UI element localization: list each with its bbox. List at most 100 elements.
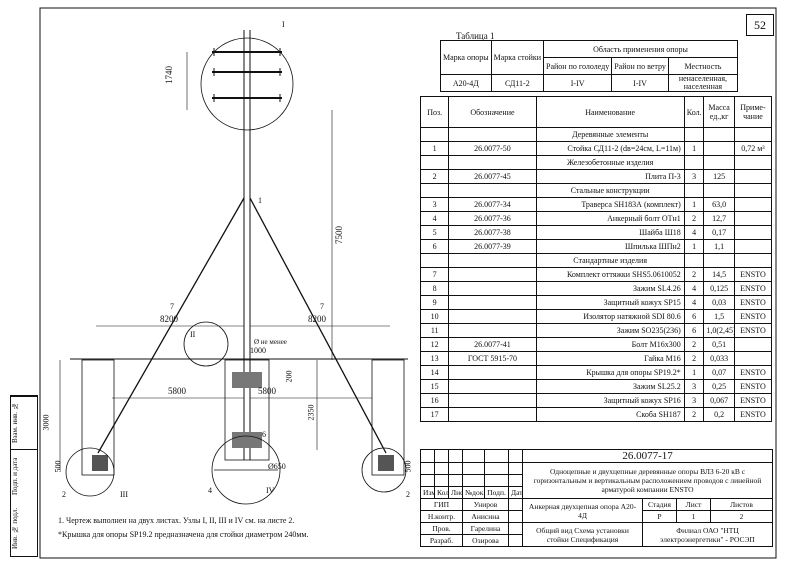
project-title: Одноцепные и двухцепные деревянные опоры… [521, 462, 774, 499]
spec-pos: 8 [419, 281, 450, 296]
spec-section-steel: Стальные конструкции [535, 183, 685, 198]
spec-h-mass: Масса ед.,кг [703, 96, 735, 128]
callout-node-i: I [282, 20, 285, 29]
spec-designation [448, 379, 537, 394]
callout-node-ii: II [190, 330, 196, 339]
spec-name: Стойка СД11-2 (dв=24см, L=11м) [535, 141, 685, 156]
spec-name: Защитный кожух SP15 [535, 295, 685, 310]
col-izm: Изм. [420, 486, 435, 499]
spec-note: ENSTO [733, 295, 773, 310]
spec-note [733, 211, 773, 226]
dim-1000: 1000 [250, 346, 266, 355]
spec-pos: 4 [419, 211, 450, 226]
spec-pos: 7 [419, 267, 450, 282]
spec-pos: 17 [419, 407, 450, 422]
spec-mass: 0,067 [703, 393, 735, 408]
spec-section-concrete: Железобетонные изделия [535, 155, 685, 170]
spec-note: ENSTO [733, 281, 773, 296]
spec-pos: 6 [419, 239, 450, 254]
col-sign: Подп. [484, 486, 509, 499]
col-list: Лист [448, 486, 463, 499]
spec-mass: 12,7 [703, 211, 735, 226]
spec-section-standard: Стандартные изделия [535, 253, 685, 268]
name-razrab: Озирова [462, 534, 509, 547]
spec-qty: 1 [683, 141, 705, 156]
spec-designation: ГОСТ 5915-70 [448, 351, 537, 366]
spec-name: Гайка М16 [535, 351, 685, 366]
spec-name: Болт М16х300 [535, 337, 685, 352]
spec-note: ENSTO [733, 379, 773, 394]
callout-node-iii: III [120, 490, 128, 499]
t1-support: А20-4Д [440, 74, 492, 92]
title-block: 26.0077-17 Одноцепные и двухцепные дерев… [420, 449, 774, 547]
spec-name: Зажим SL25.2 [535, 379, 685, 394]
spec-designation [448, 295, 537, 310]
element-title: Анкерная двухцепная опора А20-4Д [522, 498, 643, 523]
spec-pos: 9 [419, 295, 450, 310]
spec-name: Зажим SO235(236) [535, 323, 685, 338]
spec-mass: 0,51 [703, 337, 735, 352]
t1-h-wind: Район по ветру [611, 57, 669, 75]
spec-note [733, 225, 773, 240]
name-ncontr: Анисина [462, 510, 509, 523]
role-razrab: Разраб. [420, 534, 463, 547]
spec-mass: 0,2 [703, 407, 735, 422]
role-prov: Пров. [420, 522, 463, 535]
notes: 1. Чертеж выполнен на двух листах. Узлы … [58, 514, 308, 542]
role-gip: ГИП [420, 498, 463, 511]
spec-qty: 4 [683, 295, 705, 310]
spec-designation: 26.0077-41 [448, 337, 537, 352]
spec-designation: 26.0077-38 [448, 225, 537, 240]
spec-mass: 0,033 [703, 351, 735, 366]
spec-name: Траверса SH183А (комплект) [535, 197, 685, 212]
spec-name: Зажим SL4.26 [535, 281, 685, 296]
spec-name: Скоба SH187 [535, 407, 685, 422]
t1-h-area: Область применения опоры [543, 40, 738, 58]
spec-qty: 1 [683, 365, 705, 380]
spec-qty: 1 [683, 197, 705, 212]
spec-mass: 14,5 [703, 267, 735, 282]
spec-note: ENSTO [733, 309, 773, 324]
dim-diameter-650: Ø650 [268, 462, 286, 471]
dim-500-left: 500 [53, 460, 63, 473]
spec-h-designation: Обозначение [448, 96, 537, 128]
table1-title: Таблица 1 [456, 31, 495, 41]
spec-note: ENSTO [733, 323, 773, 338]
spec-note: ENSTO [733, 393, 773, 408]
spec-designation [448, 309, 537, 324]
dim-8200-left: 8200 [160, 314, 178, 324]
spec-mass: 0,07 [703, 365, 735, 380]
side-stamp: Взам. инв. № Подп. и дата Инв. № подл. [10, 395, 38, 557]
drawing-title: Общий вид Схема установки стойки Специфи… [522, 522, 643, 547]
spec-pos: 1 [419, 141, 450, 156]
t1-h-terrain: Местность [667, 57, 739, 75]
spec-name: Крышка для опоры SP19.2* [535, 365, 685, 380]
spec-qty: 2 [683, 337, 705, 352]
spec-note [733, 197, 773, 212]
node-circle-i [200, 37, 294, 131]
t1-ice: I-IV [543, 74, 613, 92]
spec-designation [448, 281, 537, 296]
callout-2-left: 2 [62, 490, 66, 499]
spec-designation [448, 267, 537, 282]
spec-designation: 26.0077-50 [448, 141, 537, 156]
spec-designation [448, 323, 537, 338]
spec-pos: 10 [419, 309, 450, 324]
spec-mass: 0,125 [703, 281, 735, 296]
stage-value: Р [642, 510, 677, 523]
dim-500-right: 500 [403, 460, 413, 473]
dim-200: 200 [284, 370, 294, 383]
callout-2-right: 2 [406, 490, 410, 499]
spec-qty: 2 [683, 267, 705, 282]
t1-wind: I-IV [611, 74, 669, 92]
spec-pos: 3 [419, 197, 450, 212]
spec-designation: 26.0077-36 [448, 211, 537, 226]
sheets-value: 2 [709, 510, 774, 523]
callout-6: 6 [262, 430, 266, 439]
spec-mass: 0,25 [703, 379, 735, 394]
